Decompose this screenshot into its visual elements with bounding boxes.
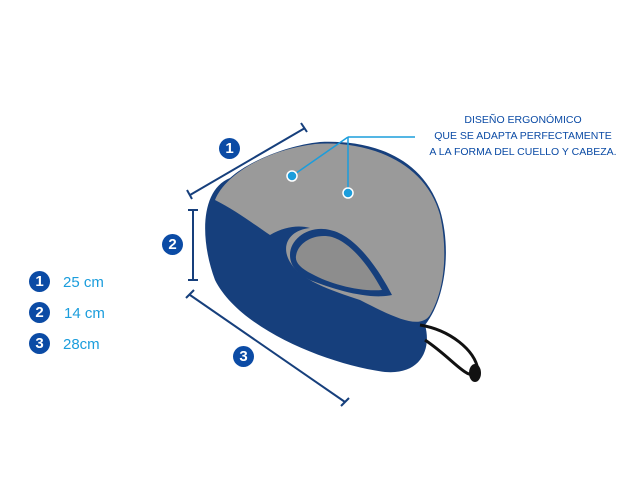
legend-value: 14 cm — [64, 305, 105, 322]
dimension-badge-2: 2 — [162, 234, 183, 255]
legend-value: 25 cm — [63, 274, 104, 291]
dimension-badge-1: 1 — [219, 138, 240, 159]
dimension-lines — [185, 122, 350, 407]
legend-badge: 1 — [29, 271, 50, 292]
ergonomic-callout: DISEÑO ERGONÓMICO QUE SE ADAPTA PERFECTA… — [418, 112, 628, 160]
pillow-inner-gray — [295, 236, 382, 291]
legend-badge: 3 — [29, 333, 50, 354]
callout-dot — [286, 170, 298, 182]
dimension-badge-3: 3 — [233, 346, 254, 367]
callout-lines — [291, 136, 415, 193]
cord-stopper — [469, 364, 481, 382]
callout-line: A LA FORMA DEL CUELLO Y CABEZA. — [429, 146, 617, 158]
callout-line: QUE SE ADAPTA PERFECTAMENTE — [434, 130, 612, 142]
callout-dot — [342, 187, 354, 199]
drawstring-cord — [419, 323, 480, 377]
legend-value: 28cm — [63, 336, 100, 353]
legend-badge: 2 — [29, 302, 50, 323]
callout-line: DISEÑO ERGONÓMICO — [464, 114, 582, 126]
